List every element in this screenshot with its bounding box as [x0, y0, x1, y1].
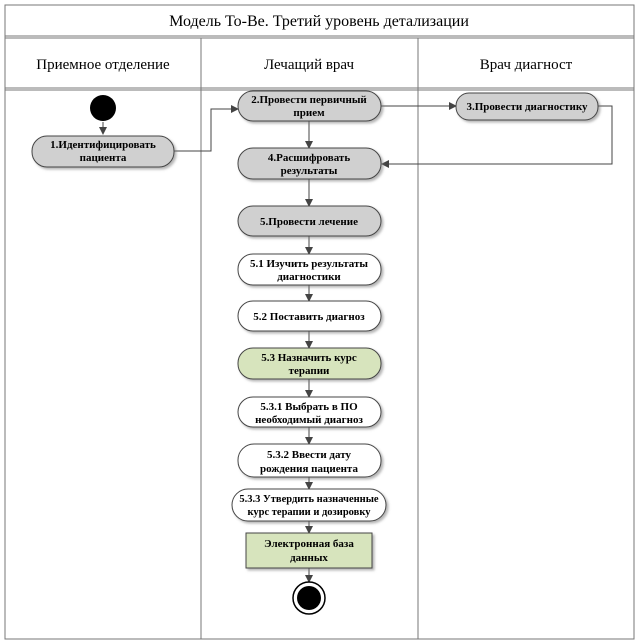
diagram-title: Модель To-Be. Третий уровень детализации [169, 13, 469, 30]
start-node [90, 95, 116, 121]
node-n5: 5.Провести лечение [237, 205, 382, 237]
node-n52: 5.2 Поставить диагноз [237, 300, 382, 332]
svg-text:3.Провести диагностику: 3.Провести диагностику [466, 101, 588, 113]
end-node-inner [297, 586, 321, 610]
edge-n1-n2 [174, 105, 239, 152]
lane-header-diagnost: Врач диагност [480, 57, 573, 73]
lane-header-reception: Приемное отделение [36, 57, 170, 73]
svg-text:5.2 Поставить диагноз: 5.2 Поставить диагноз [253, 311, 365, 323]
node-n3: 3.Провести диагностику [455, 92, 599, 121]
lane-header-doctor: Лечащий врач [264, 57, 355, 73]
svg-text:5.Провести лечение: 5.Провести лечение [260, 216, 358, 228]
edge-n3-n4 [381, 105, 613, 168]
